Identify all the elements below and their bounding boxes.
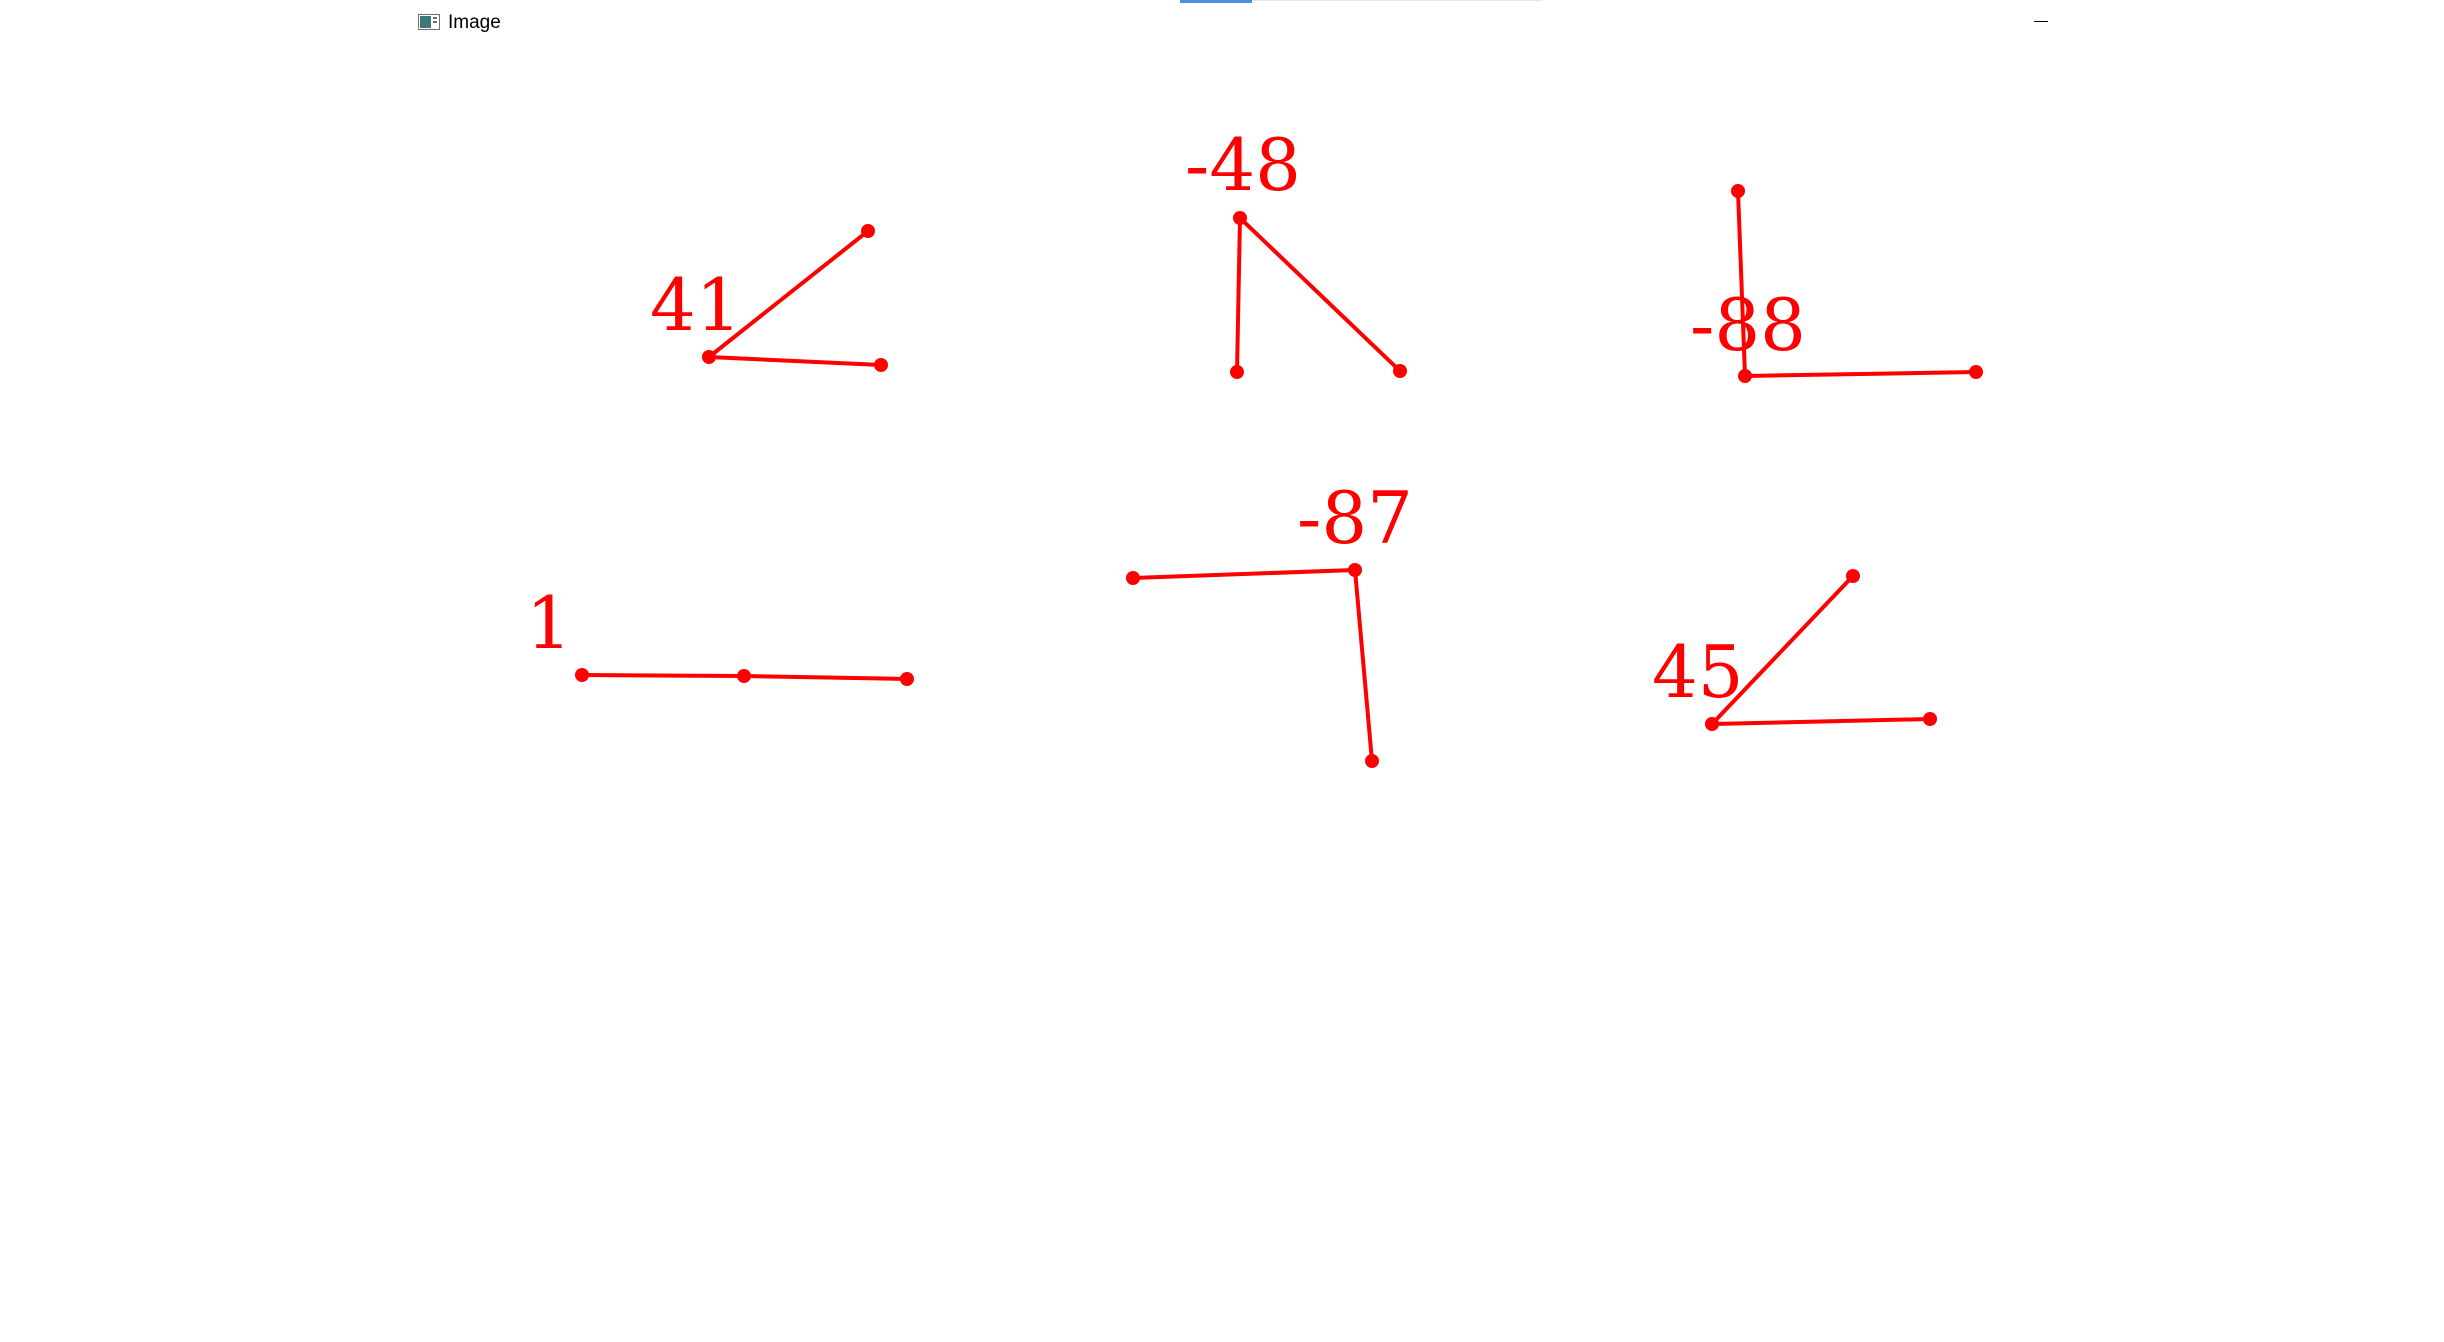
vertex-point — [702, 350, 716, 364]
angle-label: 1 — [526, 581, 572, 665]
angle-ray — [1132, 568, 1356, 580]
vertex-point — [900, 672, 914, 686]
angle-ray — [1736, 190, 1747, 377]
title-bar: Image — [0, 0, 2444, 44]
vertex-point — [874, 358, 888, 372]
minimize-button[interactable] — [2020, 8, 2060, 36]
vertex-point — [1230, 365, 1244, 379]
angle-label: 41 — [650, 263, 742, 347]
angle-figure-1: 41 — [650, 224, 888, 372]
angle-ray — [1353, 569, 1374, 762]
vertex-point — [1393, 364, 1407, 378]
vertex-point — [1365, 754, 1379, 768]
vertex-point — [737, 669, 751, 683]
minimize-icon — [2034, 21, 2048, 22]
angle-ray — [1711, 717, 1931, 726]
angle-ray — [581, 673, 745, 678]
vertex-point — [1126, 571, 1140, 585]
angle-label: -48 — [1185, 123, 1301, 207]
vertex-point — [1738, 369, 1752, 383]
vertex-point — [1731, 184, 1745, 198]
angle-label: -87 — [1297, 476, 1413, 560]
angle-label: -88 — [1690, 283, 1806, 367]
angle-ray — [1235, 217, 1242, 373]
vertex-point — [1846, 569, 1860, 583]
angle-ray — [743, 674, 908, 681]
angle-figure-6: 45 — [1652, 569, 1937, 731]
taskbar-accent — [1180, 0, 1252, 3]
angle-ray — [707, 229, 870, 359]
angle-figure-2: -48 — [1185, 123, 1407, 379]
angle-label: 45 — [1652, 630, 1744, 714]
angle-ray — [1710, 574, 1855, 726]
angle-figure-4: 1 — [526, 581, 914, 686]
vertex-point — [1233, 211, 1247, 225]
angle-ray — [708, 355, 882, 367]
vertex-point — [1348, 563, 1362, 577]
angle-ray — [1744, 370, 1977, 378]
vertex-point — [1923, 712, 1937, 726]
vertex-point — [1969, 365, 1983, 379]
angle-figure-5: -87 — [1126, 476, 1413, 768]
image-window-icon — [418, 14, 440, 30]
window-title: Image — [448, 12, 501, 33]
angle-figure-3: -88 — [1690, 184, 1983, 383]
vertex-point — [861, 224, 875, 238]
angle-ray — [1238, 216, 1402, 373]
vertex-point — [575, 668, 589, 682]
taskbar-accent-line — [1252, 0, 1542, 1]
vertex-point — [1705, 717, 1719, 731]
